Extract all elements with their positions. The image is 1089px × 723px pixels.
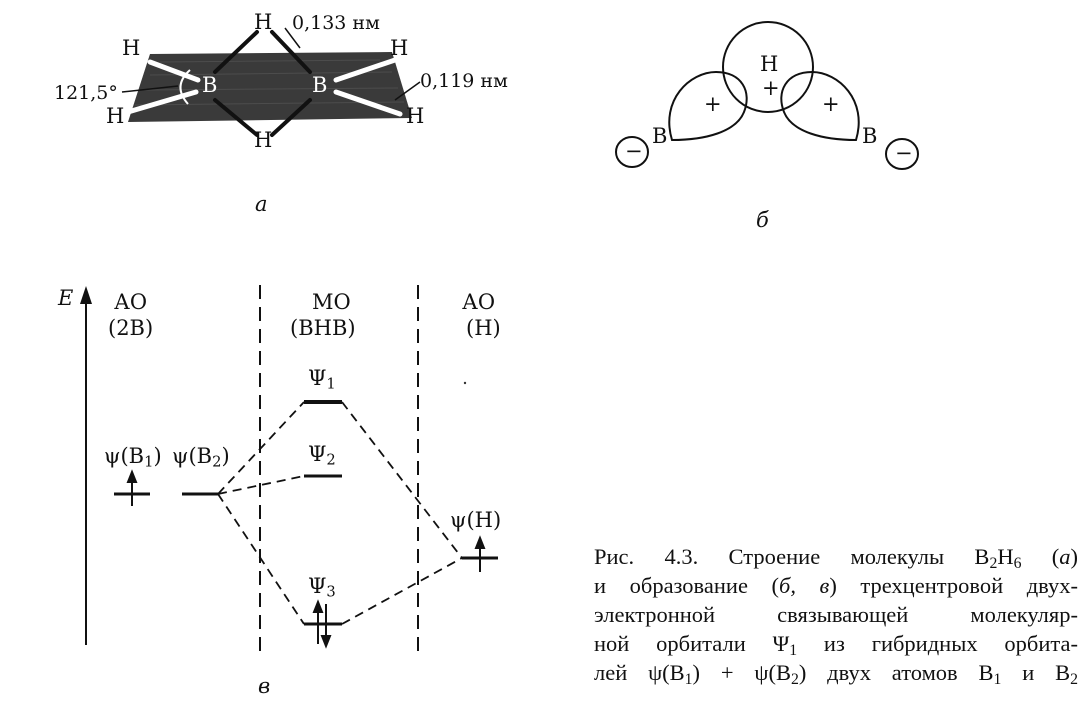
atom-h-left-top: H — [122, 36, 141, 60]
bond-long-leader — [284, 27, 301, 49]
col-mid-subtitle: (ВНВ) — [290, 316, 356, 340]
angle-leader — [121, 85, 179, 93]
psi2-label: Ψ2 — [308, 442, 336, 469]
col-left-title: АО — [114, 290, 148, 314]
atom-h-right-top: H — [390, 36, 409, 60]
psi-b1-label: ψ(B1) — [104, 444, 162, 471]
angle-arc — [179, 69, 191, 105]
panel-label-c: в — [258, 674, 271, 698]
right-minus-lobe — [885, 138, 919, 170]
orbital-b-right: B — [862, 124, 878, 148]
caption-line-1: Рис. 4.3. Строение молекулы B2H6 (а) — [594, 544, 1078, 572]
atom-h-top: H — [254, 10, 273, 34]
atom-b-right: B — [312, 73, 328, 97]
h-orbital — [722, 21, 814, 113]
electron-arrows — [126, 469, 486, 649]
caption-line-4: ной орбитали Ψ1 из гибридных орбита- — [594, 631, 1079, 659]
angle-label: 121,5° — [54, 82, 118, 104]
atom-b-left: B — [202, 73, 218, 97]
bond-short-leader — [394, 81, 421, 101]
col-left-subtitle: (2В) — [108, 316, 154, 340]
bond-length-bh-bridge: 0,133 нм — [292, 12, 380, 34]
energy-levels — [114, 400, 498, 626]
atom-h-left-bottom: H — [106, 104, 125, 128]
bridge-bonds-a — [213, 30, 312, 137]
left-minus-lobe — [615, 136, 649, 168]
bonds-a — [125, 57, 403, 117]
energy-axis-arrow — [80, 286, 92, 304]
panel-label-a: а — [255, 192, 268, 216]
col-right-subtitle: (Н) — [466, 316, 501, 340]
psi3-label: Ψ3 — [308, 574, 336, 601]
figure-caption: Рис. 4.3. Строение молекулы B2H6 (а) и о… — [594, 542, 1078, 687]
left-b-lobe — [668, 70, 748, 142]
col-right-title: АО — [462, 290, 496, 314]
caption-line-3: электронной связывающей молекуляр- — [594, 602, 1078, 627]
psi-b2-label: ψ(B2) — [172, 444, 230, 471]
panel-label-b: б — [756, 208, 769, 232]
col-mid-title: МО — [312, 290, 351, 314]
caption-line-5: лей ψ(B1) + ψ(B2) двух атомов B1 и B2 — [594, 660, 1078, 688]
psi1-label: Ψ1 — [308, 366, 336, 393]
orbital-left-minus: − — [625, 139, 643, 163]
correlation-lines — [217, 401, 463, 625]
bond-length-bh-terminal: 0,119 нм — [420, 70, 508, 92]
psi-h-label: ψ(H) — [450, 508, 502, 532]
orbital-h-plus: + — [762, 76, 780, 100]
caption-line-2: и образование (б, в) трехцентровой двух- — [594, 573, 1078, 598]
atom-h-bottom: H — [254, 128, 273, 152]
energy-axis-label: E — [58, 286, 74, 310]
orbital-left-plus: + — [704, 92, 722, 116]
orbital-h-label: H — [760, 52, 779, 76]
orbital-right-minus: − — [895, 141, 913, 165]
atom-h-right-bottom: H — [406, 104, 425, 128]
orbital-right-plus: + — [822, 92, 840, 116]
right-b-lobe — [780, 70, 860, 142]
orbital-b-left: B — [652, 124, 668, 148]
speck — [463, 381, 467, 385]
